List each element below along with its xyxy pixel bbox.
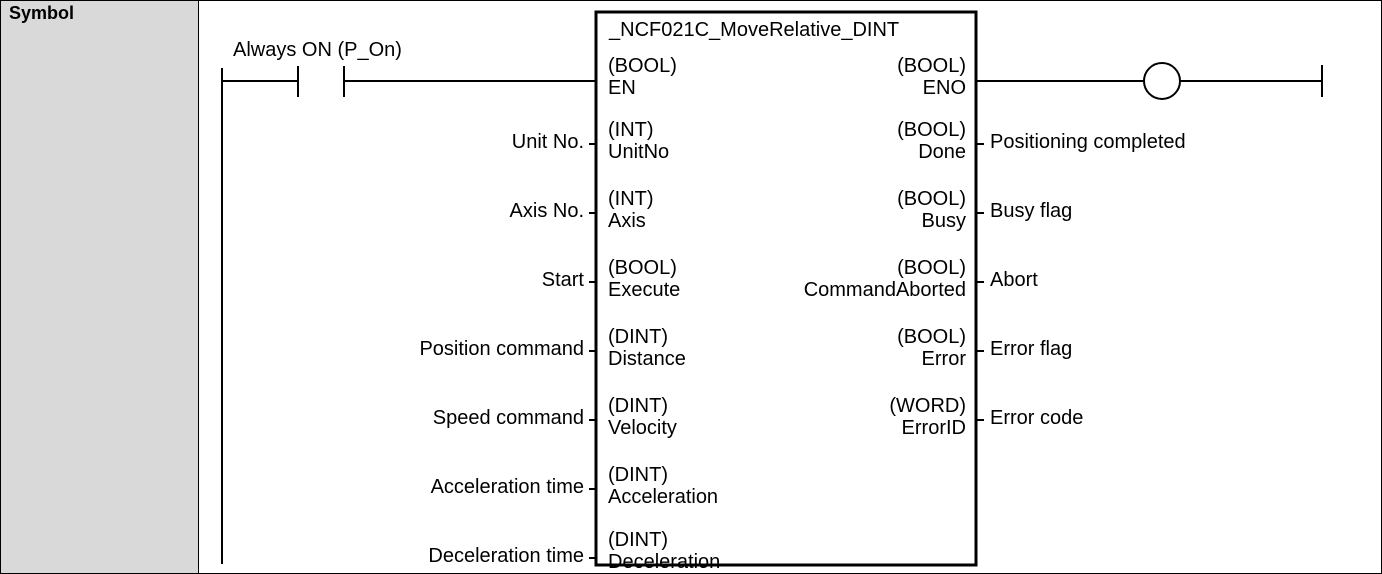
input-pin-distance: Distance: [608, 348, 686, 370]
input-type-axis: (INT): [608, 188, 654, 210]
header-cell: Symbol: [1, 1, 199, 573]
input-pin-execute: Execute: [608, 279, 681, 301]
output-type-done: (BOOL): [897, 119, 966, 141]
label-acceleration-time: Acceleration time: [430, 476, 584, 498]
output-type-eno: (BOOL): [897, 55, 966, 77]
input-pin-acceleration: Acceleration: [608, 486, 719, 508]
contact-label: Always ON (P_On): [233, 39, 402, 61]
input-type-acceleration: (DINT): [608, 464, 668, 486]
input-pin-unitno: UnitNo: [608, 141, 670, 163]
symbol-header: Symbol: [9, 3, 75, 23]
input-type-unitno: (INT): [608, 119, 654, 141]
input-type-distance: (DINT): [608, 326, 668, 348]
input-type-deceleration: (DINT): [608, 529, 668, 551]
input-pin-en: EN: [608, 77, 636, 99]
label-unit-no: Unit No.: [511, 131, 584, 153]
label-error-flag: Error flag: [990, 338, 1073, 360]
input-pin-axis: Axis: [608, 210, 646, 232]
label-abort: Abort: [990, 269, 1038, 291]
label-start: Start: [541, 269, 584, 291]
output-type-errorid: (WORD): [889, 395, 966, 417]
output-pin-eno: ENO: [922, 77, 966, 99]
output-type-busy: (BOOL): [897, 188, 966, 210]
label-positioning-completed: Positioning completed: [990, 131, 1186, 153]
label-busy-flag: Busy flag: [990, 200, 1073, 222]
label-deceleration-time: Deceleration time: [428, 545, 584, 567]
input-type-execute: (BOOL): [608, 257, 677, 279]
block-title: _NCF021C_MoveRelative_DINT: [609, 19, 900, 41]
output-pin-commandaborted: CommandAborted: [803, 279, 966, 301]
input-type-en: (BOOL): [608, 55, 677, 77]
label-speed-command: Speed command: [432, 407, 584, 429]
label-axis-no: Axis No.: [509, 200, 584, 222]
output-coil: [1143, 62, 1181, 100]
output-type-error: (BOOL): [897, 326, 966, 348]
input-pin-deceleration: Deceleration: [608, 551, 721, 573]
output-pin-busy: Busy: [921, 210, 966, 232]
output-type-commandaborted: (BOOL): [897, 257, 966, 279]
label-position-command: Position command: [419, 338, 584, 360]
input-type-velocity: (DINT): [608, 395, 668, 417]
function-block: [594, 10, 978, 567]
input-pin-velocity: Velocity: [608, 417, 677, 439]
output-pin-error: Error: [921, 348, 966, 370]
output-pin-errorid: ErrorID: [901, 417, 966, 439]
label-error-code: Error code: [990, 407, 1084, 429]
output-pin-done: Done: [918, 141, 966, 163]
